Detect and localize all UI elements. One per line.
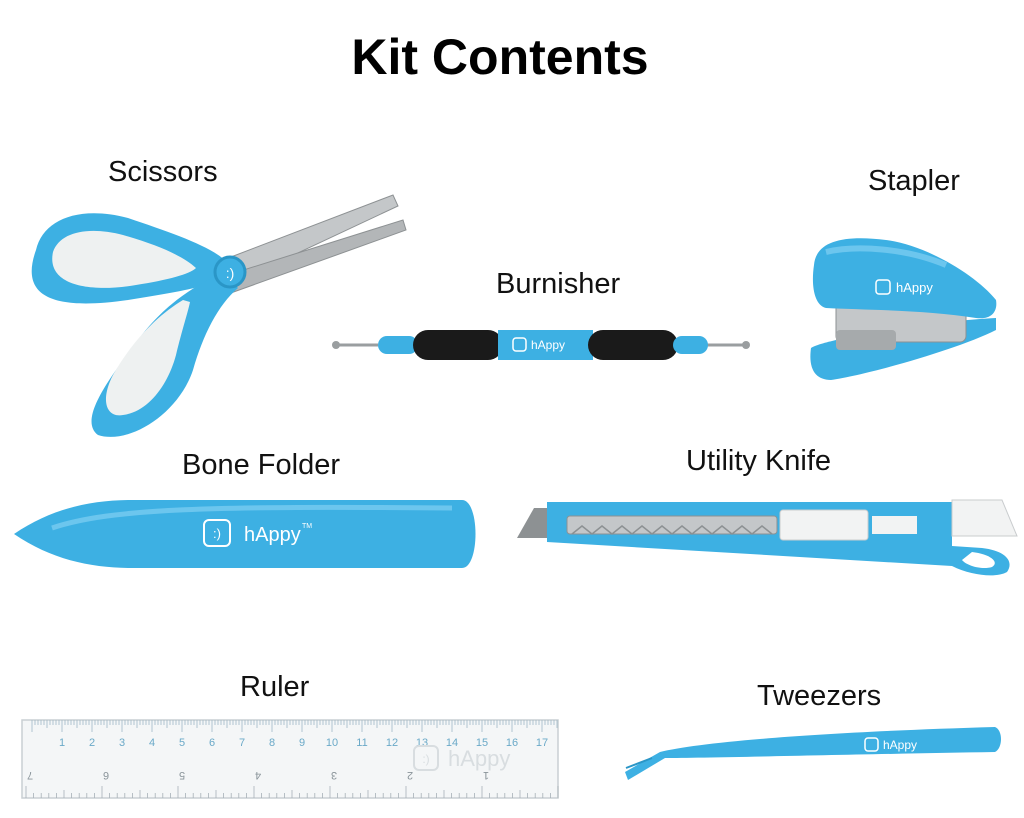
bone-folder-tm: TM xyxy=(302,523,312,530)
ruler-bottom-number: 2 xyxy=(407,769,413,781)
ruler-top-number: 10 xyxy=(326,737,338,749)
scissors-image: :) xyxy=(18,190,408,440)
ruler-top-number: 16 xyxy=(506,737,518,749)
ruler-top-number: 12 xyxy=(386,737,398,749)
ruler-top-number: 5 xyxy=(179,737,185,749)
bone-folder-image: :) hAppy TM xyxy=(12,498,482,570)
stapler-label: Stapler xyxy=(868,165,960,197)
ruler-top-number: 8 xyxy=(269,737,275,749)
ruler-top-number: 15 xyxy=(476,737,488,749)
utility-knife-label: Utility Knife xyxy=(686,445,832,477)
ruler-top-number: 9 xyxy=(299,737,305,749)
ruler-bottom-number: 7 xyxy=(27,769,33,781)
bone-folder-label: Bone Folder xyxy=(182,449,340,481)
ruler-top-number: 6 xyxy=(209,737,215,749)
ruler-top-number: 14 xyxy=(446,737,458,749)
ruler-face: :) xyxy=(422,752,429,766)
page-title: Kit Contents xyxy=(351,29,649,85)
ruler-label: Ruler xyxy=(240,671,310,703)
ruler-bottom-number: 3 xyxy=(331,769,337,781)
ruler-bottom-number: 5 xyxy=(179,769,185,781)
burnisher-label: Burnisher xyxy=(496,268,621,300)
ruler-top-number: 3 xyxy=(119,737,125,749)
tweezers-image: hAppy xyxy=(620,722,1005,784)
scissors-label: Scissors xyxy=(108,156,218,188)
stapler-logo: hAppy xyxy=(896,280,933,295)
ruler-top-number: 7 xyxy=(239,737,245,749)
burnisher-logo: hAppy xyxy=(531,338,565,352)
ruler-bottom-number: 4 xyxy=(255,769,261,781)
stapler-image: hAppy xyxy=(806,230,1006,385)
ruler-bottom-number: 6 xyxy=(103,769,109,781)
ruler-top-number: 1 xyxy=(59,737,65,749)
tweezers-label: Tweezers xyxy=(757,680,882,712)
burnisher-image: hAppy xyxy=(328,326,753,366)
ruler-top-number: 4 xyxy=(149,737,155,749)
tweezers-logo: hAppy xyxy=(883,738,917,752)
ruler-logo: hAppy xyxy=(448,746,510,771)
bone-folder-logo: hAppy xyxy=(244,524,301,546)
ruler-bottom-number: 1 xyxy=(483,769,489,781)
bone-folder-face: :) xyxy=(213,526,221,541)
ruler-top-number: 17 xyxy=(536,737,548,749)
pivot-face: :) xyxy=(226,265,235,281)
ruler-top-number: 11 xyxy=(356,737,367,749)
ruler-top-number: 2 xyxy=(89,737,95,749)
utility-knife-image xyxy=(512,496,1018,578)
ruler-top-number: 13 xyxy=(416,737,428,749)
